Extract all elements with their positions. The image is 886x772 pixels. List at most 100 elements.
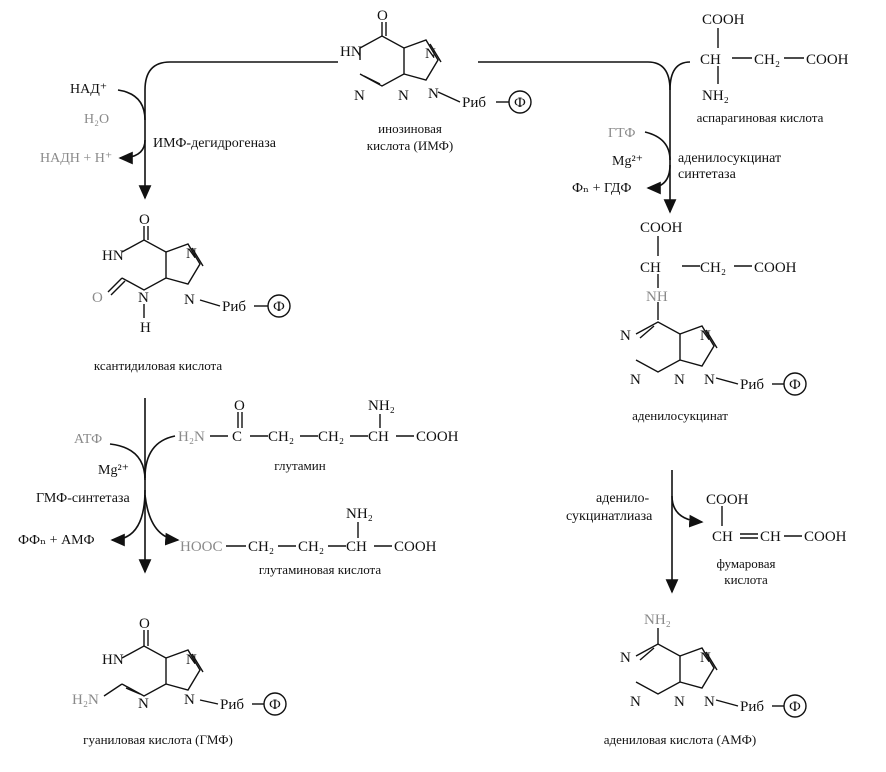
imp-rib: Риб bbox=[462, 95, 486, 111]
glutamate-structure bbox=[226, 522, 392, 547]
glutamate-cooh: COOH bbox=[394, 539, 437, 555]
xmp-n3: N bbox=[138, 290, 149, 306]
fumarate-ch-a: CH bbox=[712, 529, 733, 545]
aspartate-ch2: CH₂ bbox=[754, 52, 780, 68]
gmp-phi: Ф bbox=[269, 697, 281, 713]
cofactor-gtp: ГТФ bbox=[608, 126, 635, 141]
adsl-lyase-arrow bbox=[665, 470, 704, 594]
imp-caption-1: инозиновая bbox=[378, 121, 442, 136]
gmp-n3: N bbox=[138, 696, 149, 712]
amp-caption: адениловая кислота (АМФ) bbox=[604, 732, 756, 747]
adenylosuccinate-cooh-right: COOH bbox=[754, 260, 797, 276]
adenylosuccinate-n7: N bbox=[700, 328, 711, 344]
amp-nh2: NH₂ bbox=[644, 612, 671, 628]
glutamine-caption: глутамин bbox=[274, 458, 325, 473]
glutamate-ch2-a: CH₂ bbox=[248, 539, 274, 555]
adenylosuccinate-caption: аденилосукцинат bbox=[632, 408, 728, 423]
fumarate-cooh-right: COOH bbox=[804, 529, 847, 545]
adenylosuccinate-n9: N bbox=[704, 372, 715, 388]
cofactor-mg-right: Mg²⁺ bbox=[612, 154, 643, 169]
xmp-caption: ксантидиловая кислота bbox=[94, 358, 223, 373]
adenylosuccinate-phi: Ф bbox=[789, 377, 801, 393]
imp-phi: Ф bbox=[514, 95, 526, 111]
amp-n3: N bbox=[630, 694, 641, 710]
aspartate-cooh-right: COOH bbox=[806, 52, 849, 68]
cofactor-atp: АТФ bbox=[74, 432, 102, 447]
glutamate-hooc: HOOC bbox=[180, 539, 223, 555]
cofactor-h2o: H₂O bbox=[84, 112, 109, 127]
imp-structure bbox=[359, 22, 532, 114]
glutamine-ch2-b: CH₂ bbox=[318, 429, 344, 445]
amp-n4: N bbox=[674, 694, 685, 710]
glutamate-caption: глутаминовая кислота bbox=[259, 562, 382, 577]
adenylosuccinate-ch2: CH₂ bbox=[700, 260, 726, 276]
fumarate-cooh-top: COOH bbox=[706, 492, 749, 508]
glutamate-ch2-b: CH₂ bbox=[298, 539, 324, 555]
xmp-h: H bbox=[140, 320, 151, 336]
amp-n9: N bbox=[704, 694, 715, 710]
adenylosuccinate-n4: N bbox=[674, 372, 685, 388]
adenylosuccinate-structure bbox=[635, 236, 807, 396]
xmp-o-left: O bbox=[92, 290, 103, 306]
cofactor-pi-gdp: Фₙ + ГДФ bbox=[572, 181, 632, 196]
xmp-n9: N bbox=[184, 292, 195, 308]
xmp-n7: N bbox=[186, 246, 197, 262]
gmp-hn: HN bbox=[102, 652, 124, 668]
imp-o: O bbox=[377, 8, 388, 24]
xmp-rib: Риб bbox=[222, 299, 246, 315]
aspartate-cooh-top: COOH bbox=[702, 12, 745, 28]
amp-n1: N bbox=[620, 650, 631, 666]
enzyme-adsl-lyase-2: сукцинатлиаза bbox=[566, 509, 653, 524]
fumarate-caption-1: фумаровая bbox=[716, 556, 775, 571]
gmp-rib: Риб bbox=[220, 697, 244, 713]
adenylosuccinate-rib: Риб bbox=[740, 377, 764, 393]
adenylosuccinate-n1: N bbox=[620, 328, 631, 344]
glutamate-ch: CH bbox=[346, 539, 367, 555]
enzyme-adsl-synthetase-1: аденилосукцинат bbox=[678, 151, 781, 166]
gmp-synthetase-arrow bbox=[109, 398, 180, 574]
glutamine-ch: CH bbox=[368, 429, 389, 445]
aspartate-ch: CH bbox=[700, 52, 721, 68]
imp-n7: N bbox=[425, 46, 436, 62]
glutamine-o: O bbox=[234, 398, 245, 414]
left-branch-arrow bbox=[117, 61, 338, 200]
enzyme-adsl-synthetase-2: синтетаза bbox=[678, 167, 737, 182]
gmp-n9: N bbox=[184, 692, 195, 708]
xmp-o-top: O bbox=[139, 212, 150, 228]
enzyme-gmp-synthetase: ГМФ-синтетаза bbox=[36, 491, 130, 506]
gmp-structure bbox=[103, 630, 287, 716]
adenylosuccinate-cooh-top: COOH bbox=[640, 220, 683, 236]
amp-structure bbox=[635, 628, 807, 718]
fumarate-caption-2: кислота bbox=[724, 572, 768, 587]
aspartate-structure bbox=[717, 28, 804, 84]
glutamine-cooh: COOH bbox=[416, 429, 459, 445]
glutamine-structure bbox=[210, 412, 414, 437]
amp-n7: N bbox=[700, 650, 711, 666]
adenylosuccinate-nh: NH bbox=[646, 289, 668, 305]
imp-n4: N bbox=[398, 88, 409, 104]
glutamine-c: C bbox=[232, 429, 242, 445]
cofactor-mg-left: Mg²⁺ bbox=[98, 463, 129, 478]
fumarate-ch-b: CH bbox=[760, 529, 781, 545]
right-branch-arrow bbox=[478, 61, 691, 214]
imp-n9: N bbox=[428, 86, 439, 102]
glutamate-nh2: NH₂ bbox=[346, 506, 373, 522]
fumarate-structure bbox=[721, 506, 802, 539]
aspartate-nh2: NH₂ bbox=[702, 88, 729, 104]
glutamine-h2n: H₂N bbox=[178, 429, 205, 445]
glutamine-ch2-a: CH₂ bbox=[268, 429, 294, 445]
adenylosuccinate-n3: N bbox=[630, 372, 641, 388]
adenylosuccinate-ch: CH bbox=[640, 260, 661, 276]
glutamine-nh2: NH₂ bbox=[368, 398, 395, 414]
amp-phi: Ф bbox=[789, 699, 801, 715]
imp-hn: HN bbox=[340, 44, 362, 60]
amp-rib: Риб bbox=[740, 699, 764, 715]
aspartate-caption: аспарагиновая кислота bbox=[697, 110, 824, 125]
cofactor-nadh: НАДН + H⁺ bbox=[40, 151, 112, 166]
gmp-n7: N bbox=[186, 652, 197, 668]
enzyme-adsl-lyase-1: аденило- bbox=[596, 491, 650, 506]
enzyme-imp-dehydrogenase: ИМФ-дегидрогеназа bbox=[153, 136, 277, 151]
gmp-caption: гуаниловая кислота (ГМФ) bbox=[83, 732, 233, 747]
gmp-h2n: H₂N bbox=[72, 692, 99, 708]
